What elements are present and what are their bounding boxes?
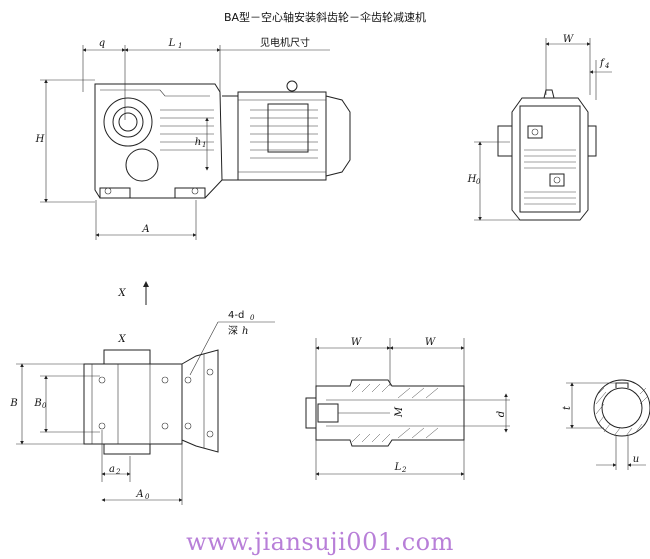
dim-L1-label: L 1 bbox=[168, 38, 183, 50]
dim-L2-label: L 2 bbox=[394, 462, 407, 474]
hollow-shaft-section: W W M bbox=[305, 337, 510, 480]
svg-text:f: f bbox=[599, 58, 606, 69]
shaft-outer-circle bbox=[593, 379, 650, 437]
dim-W-right-label: W bbox=[425, 337, 436, 348]
dim-A0-label: A 0 bbox=[135, 489, 150, 501]
view-direction-x: X bbox=[117, 281, 149, 305]
shaft-cross-section: t u bbox=[562, 379, 650, 470]
svg-text:a: a bbox=[109, 464, 115, 475]
end-elevation-view: W f 4 H bbox=[467, 34, 612, 221]
mounting-holes-label: 4-d 0 bbox=[228, 310, 255, 322]
svg-text:A: A bbox=[135, 489, 143, 500]
svg-text:0: 0 bbox=[250, 314, 255, 322]
svg-text:2: 2 bbox=[401, 466, 407, 474]
dim-d-label: d bbox=[496, 411, 507, 417]
dim-B-label: B bbox=[9, 398, 17, 409]
motor-body bbox=[237, 91, 327, 181]
motor-dimension-note: 见电机尺寸 bbox=[260, 36, 310, 49]
svg-text:0: 0 bbox=[476, 178, 481, 186]
dim-W-left-label: W bbox=[351, 337, 362, 348]
hole-depth-label: 深 h bbox=[228, 325, 248, 337]
svg-text:L: L bbox=[168, 38, 176, 49]
svg-text:L: L bbox=[394, 462, 402, 473]
dim-H-label: H bbox=[35, 134, 45, 145]
svg-text:4: 4 bbox=[604, 62, 609, 70]
end-view-housing bbox=[511, 97, 589, 221]
dim-a2-label: a 2 bbox=[109, 464, 121, 476]
dim-u-label: u bbox=[633, 454, 639, 465]
svg-text:深: 深 bbox=[228, 325, 238, 337]
lower-gear-circle bbox=[125, 148, 159, 182]
dim-B0-label: B 0 bbox=[33, 398, 47, 410]
svg-text:X: X bbox=[117, 288, 126, 299]
output-shaft-circle bbox=[103, 97, 153, 147]
svg-text:h: h bbox=[242, 326, 248, 337]
dim-f4-label: f 4 bbox=[599, 58, 609, 70]
output-flange bbox=[181, 349, 219, 453]
drawing-title: BA型－空心轴安装斜齿轮－伞齿轮减速机 bbox=[224, 10, 426, 24]
dim-H0-label: H 0 bbox=[467, 174, 481, 186]
dim-A-label: A bbox=[141, 224, 149, 235]
svg-text:4-d: 4-d bbox=[228, 310, 244, 321]
svg-text:H: H bbox=[467, 174, 477, 185]
view-x-label: X bbox=[117, 334, 126, 345]
svg-text:h: h bbox=[195, 137, 201, 148]
dim-h1-label: h 1 bbox=[195, 137, 207, 149]
watermark: www.jiansuji001.com bbox=[186, 528, 454, 556]
lifting-eye bbox=[286, 80, 298, 92]
dim-q-label: q bbox=[99, 38, 105, 49]
dim-W-top-label: W bbox=[563, 34, 574, 45]
svg-text:2: 2 bbox=[115, 468, 121, 476]
svg-text:0: 0 bbox=[145, 493, 150, 501]
svg-text:1: 1 bbox=[178, 42, 182, 50]
svg-text:1: 1 bbox=[202, 141, 206, 149]
plan-view-x: X 4-d 0 深 h B bbox=[9, 310, 275, 505]
dim-M-label: M bbox=[394, 406, 405, 418]
side-elevation-view: q L 1 见电机尺寸 H h bbox=[35, 36, 351, 240]
gearbox-housing bbox=[94, 83, 223, 199]
svg-text:B: B bbox=[33, 398, 41, 409]
motor-fan-cover bbox=[325, 95, 351, 177]
shaft-bore-circle bbox=[601, 387, 643, 429]
dim-t-label: t bbox=[562, 405, 573, 410]
svg-text:0: 0 bbox=[42, 402, 47, 410]
